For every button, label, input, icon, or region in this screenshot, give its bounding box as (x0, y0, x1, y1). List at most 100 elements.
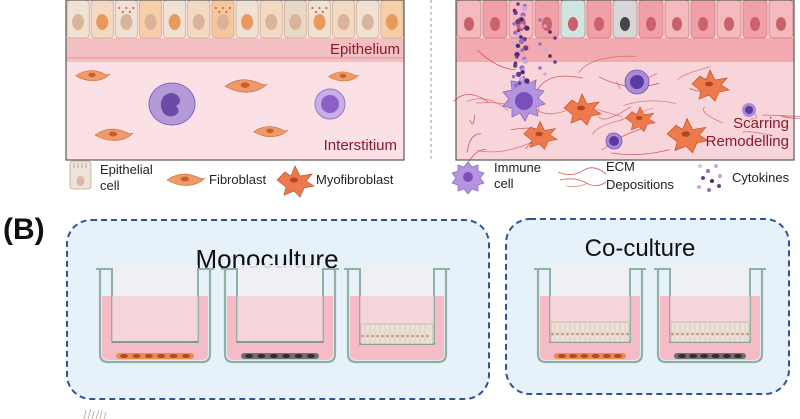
ecm-fiber (597, 106, 632, 120)
ecm-fiber (616, 81, 621, 90)
cytokine-dot (538, 42, 542, 46)
cytokine-dot (701, 176, 705, 180)
cytokine-dot (520, 48, 524, 52)
macrophage-cell (148, 82, 196, 126)
myofibroblast-nucleus (577, 105, 585, 111)
well-outer-wall (656, 269, 764, 364)
epithelial-cell-nucleus (144, 14, 157, 30)
epithelial-cell-nucleus (313, 14, 326, 30)
myofibroblast-nucleus (681, 131, 691, 137)
cytokine-dot (517, 81, 522, 85)
epithelial-monolayer-nucleus (676, 332, 679, 336)
fibroblast-monolayer-nucleus (269, 354, 278, 358)
epithelial-cell-nucleus (216, 14, 229, 30)
cytokine-dot (515, 55, 519, 59)
fibrotic-cell-nucleus (568, 17, 578, 31)
epithelial-monolayer-nucleus (556, 332, 559, 336)
ecm-fiber (677, 66, 711, 81)
myofibroblast-cell (523, 120, 558, 150)
epithelial-monolayer-nucleus (741, 332, 744, 336)
epithelial-monolayer-nucleus (551, 332, 554, 336)
panel-b-label: (B) (3, 213, 45, 246)
epithelial-monolayer-nucleus (626, 332, 629, 336)
epithelial-monolayer-nucleus (421, 334, 424, 338)
coculture-title: Co-culture (585, 235, 696, 262)
epithelial-cell-nucleus (385, 14, 398, 30)
fibroblast-monolayer-nucleus (120, 354, 128, 358)
granule-dot (314, 10, 318, 14)
remodelling-label: Remodelling (706, 133, 789, 150)
ecm-fiber (469, 115, 475, 125)
myofibroblast-nucleus (636, 116, 643, 120)
cytokine-dot (697, 185, 701, 189)
well-outer-wall (536, 269, 644, 364)
cytokine-dot (553, 60, 557, 64)
ecm-fiber (611, 149, 670, 156)
granule-dot (318, 6, 321, 10)
epithelial-cell-nucleus (72, 14, 85, 30)
granule-dot (218, 10, 221, 14)
cytokine-dot (522, 58, 529, 64)
cytokine-dot (512, 63, 518, 68)
epithelial-monolayer-nucleus (401, 334, 404, 338)
fibroblast-nucleus (240, 82, 250, 88)
legend-myofibroblast-label: Myofibroblast (316, 172, 394, 187)
fibroblast-monolayer-nucleus (157, 354, 166, 358)
fibroblast-monolayer-nucleus (307, 354, 315, 358)
cytokine-dot (515, 43, 521, 48)
legend-immune-label-1: Immune (494, 160, 541, 175)
transwell-fibro-dark (221, 265, 339, 364)
fibroblast-monolayer-nucleus (711, 354, 720, 358)
lymphocyte-cell (314, 88, 346, 120)
epithelial-monolayer-nucleus (386, 334, 389, 338)
cytokine-dot (698, 164, 702, 168)
epithelial-monolayer-nucleus (706, 332, 709, 336)
fibrotic-cell-nucleus (646, 17, 656, 31)
fibrotic-epithelial-cell-row (456, 0, 794, 39)
cytokine-dot (511, 41, 515, 46)
granule-dot (214, 6, 217, 10)
ecm-fiber (578, 55, 637, 74)
fibrotic-tissue-panel: Scarring Remodelling (453, 0, 800, 165)
cytokine-dot (524, 25, 530, 31)
epithelial-monolayer-nucleus (696, 332, 699, 336)
legend-fibroblast-label: Fibroblast (209, 172, 266, 187)
fibroblast-nucleus (109, 131, 117, 137)
fibroblast-monolayer-nucleus (132, 354, 141, 358)
epithelial-monolayer-nucleus (721, 332, 724, 336)
fibroblast-monolayer-nucleus (734, 354, 742, 358)
cytokine-dot-stream (511, 2, 557, 88)
fibrotic-panel-border (455, 0, 795, 161)
granule-dot (118, 6, 121, 10)
fibrotic-cell-nucleus (620, 17, 630, 31)
epithelial-monolayer-nucleus (371, 334, 374, 338)
fibroblast-cell (253, 126, 289, 138)
ecm-fiber (592, 119, 623, 135)
cytokine-dot (513, 30, 518, 35)
epithelial-monolayer-nucleus (671, 332, 674, 336)
epithelial-monolayer-nucleus (611, 332, 614, 336)
fibroblast-monolayer-nucleus (580, 354, 589, 358)
legend-cytokines-label: Cytokines (732, 170, 790, 185)
epithelial-cell-nucleus (361, 14, 374, 30)
ecm-fiber (535, 75, 583, 93)
well-outer-wall (346, 269, 448, 364)
myofibroblast-cell (691, 69, 730, 102)
epithelial-monolayer-nucleus (681, 332, 684, 336)
scarring-label: Scarring (733, 115, 789, 132)
legend-immune-label-2: cell (494, 176, 514, 191)
fibroblast-cell (75, 70, 111, 82)
immune-cell-small-3 (742, 103, 756, 117)
fibroblast-monolayer-nucleus (282, 354, 291, 358)
cytokine-dot (521, 5, 528, 11)
epithelial-cell-nucleus (168, 14, 181, 30)
cytokine-dot (710, 179, 714, 183)
epithelial-monolayer-nucleus (411, 334, 414, 338)
fibrotic-cell-nucleus (672, 17, 682, 31)
activated-immune-cell (502, 75, 546, 122)
epithelial-cell-nucleus (120, 14, 133, 30)
epithelial-cell-nucleus (241, 14, 254, 30)
transwell-co-dark (654, 265, 766, 364)
epithelial-monolayer-nucleus (406, 334, 409, 338)
cytokine-dot (515, 71, 522, 77)
